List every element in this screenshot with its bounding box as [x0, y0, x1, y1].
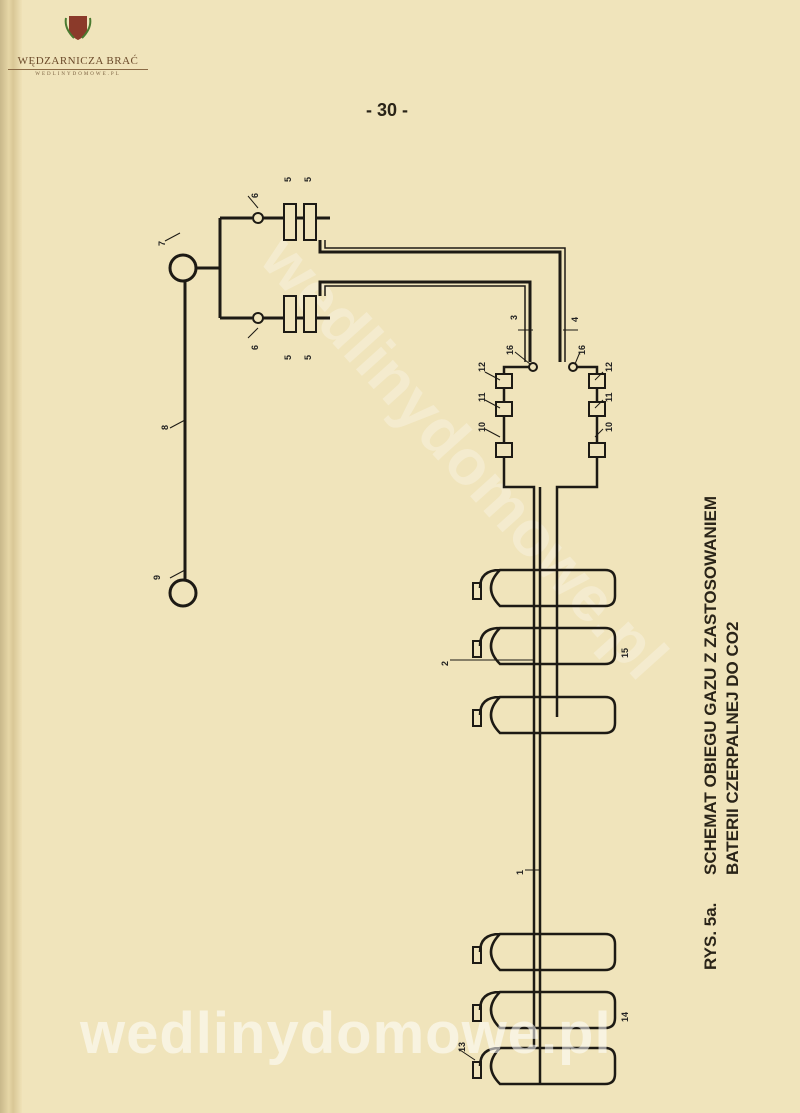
logo-brand: WĘDZARNICZA BRAĆ — [8, 55, 148, 70]
label-6: 6 — [250, 345, 260, 350]
label-11: 11 — [477, 392, 487, 402]
label-10: 10 — [477, 422, 487, 432]
cylinder — [478, 695, 617, 735]
label-1: 1 — [515, 870, 525, 875]
label-14: 14 — [620, 1012, 630, 1022]
label-7: 7 — [157, 241, 167, 246]
page-number: - 30 - — [366, 100, 409, 120]
label-5: 5 — [283, 177, 293, 182]
label-16: 16 — [505, 345, 515, 355]
label-12: 12 — [604, 362, 614, 372]
logo-crest-icon — [64, 16, 92, 40]
cylinder — [478, 932, 617, 972]
label-8: 8 — [160, 425, 170, 430]
cylinder — [478, 568, 617, 608]
label-16: 16 — [577, 345, 587, 355]
label-12: 12 — [477, 362, 487, 372]
label-15: 15 — [620, 648, 630, 658]
label-11: 11 — [604, 392, 614, 402]
label-2: 2 — [440, 661, 450, 666]
watermark: wedlinydomowe.pl — [80, 1001, 612, 1066]
figure-caption: RYS. 5a. SCHEMAT OBIEGU GAZU Z ZASTOSOWAN… — [700, 496, 744, 970]
caption-line-1: SCHEMAT OBIEGU GAZU Z ZASTOSOWANIEM — [701, 495, 720, 875]
component-9 — [168, 578, 198, 608]
page-stack-edge — [0, 0, 22, 1113]
label-5: 5 — [283, 355, 293, 360]
label-3: 3 — [509, 315, 519, 320]
label-13: 13 — [457, 1042, 467, 1052]
label-4: 4 — [570, 317, 580, 322]
figure-number: RYS. 5a. — [701, 902, 720, 970]
caption-line-2: BATERII CZERPALNEJ DO CO2 — [723, 621, 742, 875]
component-7 — [168, 253, 198, 283]
label-9: 9 — [152, 575, 162, 580]
cylinder — [478, 626, 617, 666]
logo: WĘDZARNICZA BRAĆ WEDLINYDOMOWE.PL — [8, 10, 148, 77]
label-6: 6 — [250, 193, 260, 198]
label-10: 10 — [604, 422, 614, 432]
label-5: 5 — [303, 177, 313, 182]
logo-site: WEDLINYDOMOWE.PL — [35, 72, 121, 77]
label-5: 5 — [303, 355, 313, 360]
